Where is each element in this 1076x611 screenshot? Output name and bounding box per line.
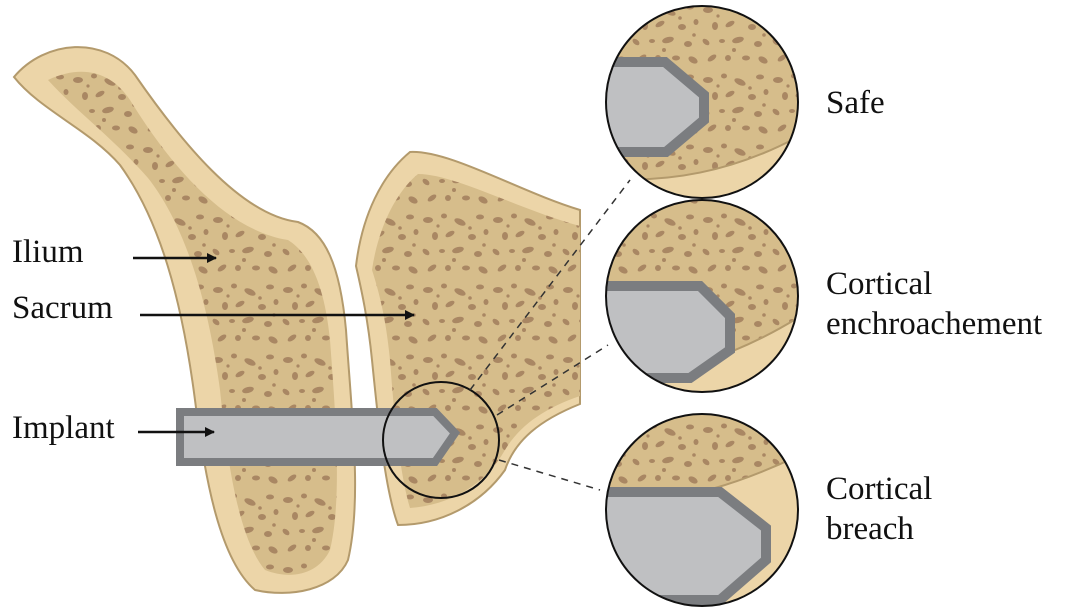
- label-cortical-breach: Cortical breach: [826, 469, 932, 549]
- label-breach-line-2: breach: [826, 509, 932, 549]
- sacrum-bone: [356, 152, 580, 525]
- label-implant: Implant: [12, 408, 115, 448]
- zoom-circle-encroachment: [598, 195, 810, 405]
- label-safe: Safe: [826, 83, 885, 123]
- label-safe-line: Safe: [826, 83, 885, 123]
- label-cortical-encroachment: Cortical enchroachement: [826, 264, 1042, 344]
- label-encroachment-line-1: Cortical: [826, 264, 1042, 304]
- zoom-circle-breach: [598, 410, 810, 611]
- label-ilium: Ilium: [12, 232, 84, 272]
- label-breach-line-1: Cortical: [826, 469, 932, 509]
- zoom-circle-safe: [598, 0, 810, 210]
- label-encroachment-line-2: enchroachement: [826, 304, 1042, 344]
- implant-screw: [180, 412, 455, 462]
- label-sacrum: Sacrum: [12, 288, 113, 328]
